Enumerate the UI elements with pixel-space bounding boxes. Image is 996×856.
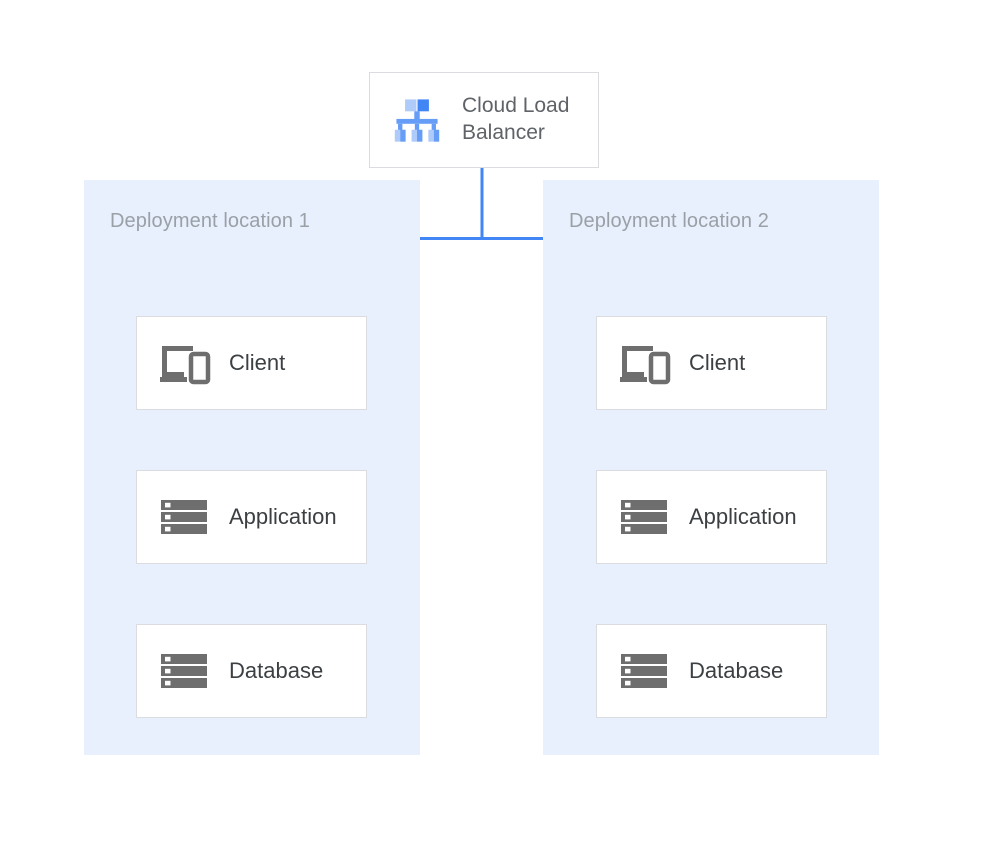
database-label: Database (689, 658, 784, 683)
application-node-location-1[interactable]: Application (136, 470, 367, 564)
client-label: Client (229, 350, 286, 375)
cloud-load-balancer-label: Cloud Load Balancer (462, 94, 570, 144)
client-node-location-2[interactable]: Client (596, 316, 827, 410)
application-label: Application (689, 504, 797, 529)
devices-icon (617, 339, 673, 387)
client-node-location-1[interactable]: Client (136, 316, 367, 410)
database-node-location-1[interactable]: Database (136, 624, 367, 718)
server-stack-icon (617, 647, 673, 695)
server-stack-icon (157, 493, 213, 541)
deployment-location-1-label: Deployment location 1 (110, 210, 310, 232)
server-stack-icon (617, 493, 673, 541)
client-label: Client (689, 350, 746, 375)
application-label: Application (229, 504, 337, 529)
deployment-location-2-label: Deployment location 2 (569, 210, 769, 232)
load-balancer-tree-icon (388, 91, 446, 149)
cloud-load-balancer-node[interactable]: Cloud Load Balancer (369, 72, 599, 168)
server-stack-icon (157, 647, 213, 695)
database-label: Database (229, 658, 324, 683)
database-node-location-2[interactable]: Database (596, 624, 827, 718)
application-node-location-2[interactable]: Application (596, 470, 827, 564)
devices-icon (157, 339, 213, 387)
